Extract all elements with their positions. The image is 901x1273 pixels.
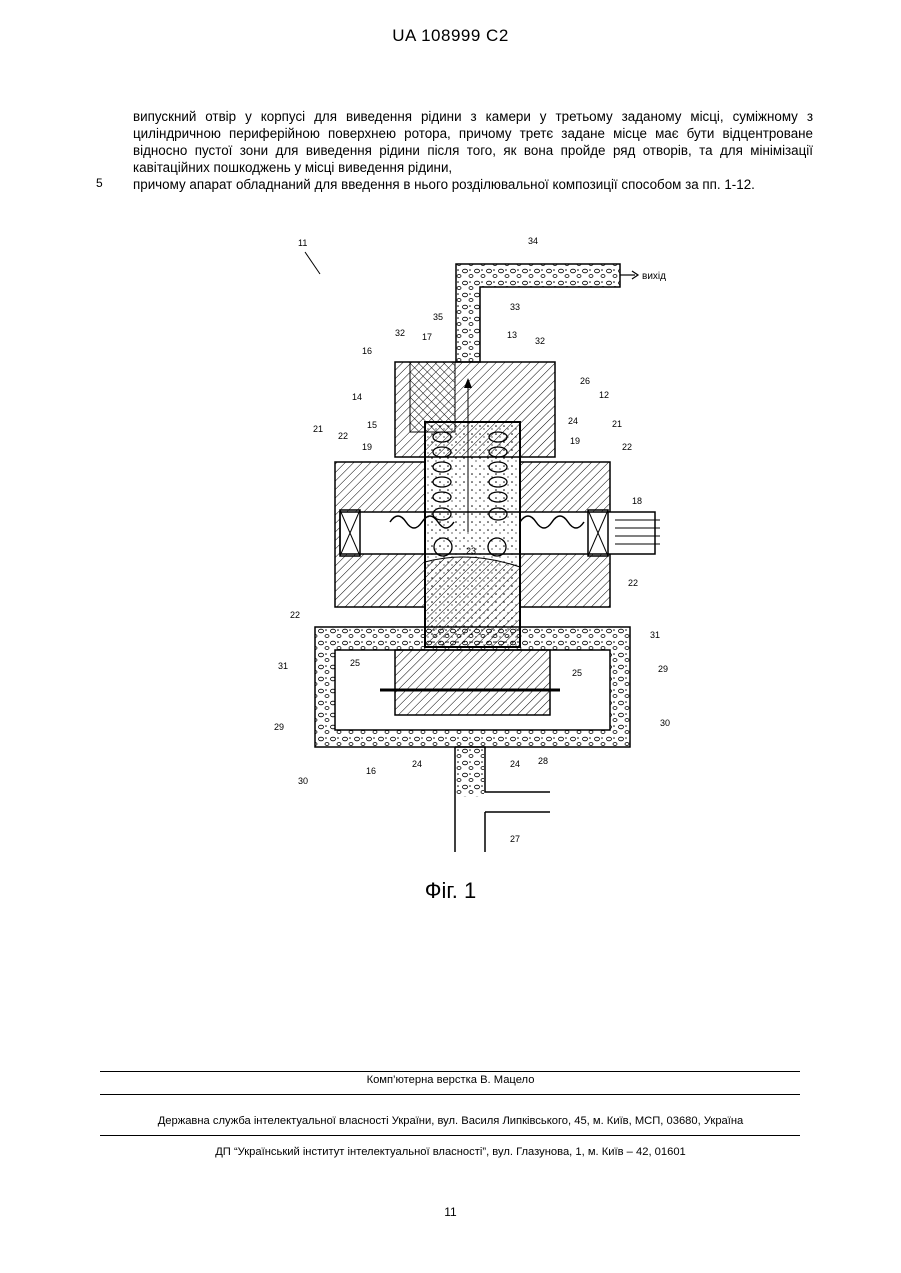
- label-23: 23: [466, 546, 476, 556]
- label-32b: 32: [535, 336, 545, 346]
- footer-institute-address: ДП “Український інститут інтелектуальної…: [0, 1146, 901, 1158]
- apparatus-drawing: 11 34 вихід 33 35 32 17 13 32 16 26 12 1…: [270, 232, 690, 912]
- label-34: 34: [528, 236, 538, 246]
- claim-paragraph-1: випускний отвір у корпусі для виведення …: [133, 108, 813, 176]
- label-21a: 21: [313, 424, 323, 434]
- label-11: 11: [298, 238, 307, 248]
- label-31b: 31: [278, 661, 288, 671]
- label-33: 33: [510, 302, 520, 312]
- label-22d: 22: [290, 610, 300, 620]
- label-32a: 32: [395, 328, 405, 338]
- label-31a: 31: [650, 630, 660, 640]
- label-25a: 25: [350, 658, 360, 668]
- label-14: 14: [352, 392, 362, 402]
- outlet-pipe: [456, 264, 620, 362]
- footer-divider-bottom: [100, 1135, 800, 1136]
- label-29a: 29: [658, 664, 668, 674]
- label-29b: 29: [274, 722, 284, 732]
- footer-divider-middle: [100, 1094, 800, 1095]
- label-22c: 22: [628, 578, 638, 588]
- label-25b: 25: [572, 668, 582, 678]
- label-22a: 22: [338, 431, 348, 441]
- label-17: 17: [422, 332, 432, 342]
- label-30b: 30: [298, 776, 308, 786]
- claim-paragraph-2: причому апарат обладнаний для введення в…: [133, 176, 813, 193]
- label-24a: 24: [568, 416, 578, 426]
- outlet-label: вихід: [642, 271, 666, 282]
- label-18: 18: [632, 496, 642, 506]
- label-19b: 19: [570, 436, 580, 446]
- label-15: 15: [367, 420, 377, 430]
- label-28: 28: [538, 756, 548, 766]
- patent-number-header: UA 108999 C2: [0, 26, 901, 46]
- label-24c: 24: [510, 759, 520, 769]
- label-26: 26: [580, 376, 590, 386]
- footer-layout-credit: Комп’ютерна верстка В. Мацело: [0, 1074, 901, 1086]
- footer-service-address: Державна служба інтелектуальної власност…: [0, 1115, 901, 1127]
- label-24b: 24: [412, 759, 422, 769]
- label-13: 13: [507, 330, 517, 340]
- label-35: 35: [433, 312, 443, 322]
- label-16a: 16: [362, 346, 372, 356]
- label-12: 12: [599, 390, 609, 400]
- label-30a: 30: [660, 718, 670, 728]
- label-22b: 22: [622, 442, 632, 452]
- line-number: 5: [96, 176, 103, 190]
- figure-caption: Фіг. 1: [0, 878, 901, 904]
- label-27: 27: [510, 834, 520, 844]
- page-number: 11: [0, 1205, 901, 1219]
- label-19a: 19: [362, 442, 372, 452]
- footer-divider-top: [100, 1071, 800, 1072]
- label-21b: 21: [612, 419, 622, 429]
- claim-text: випускний отвір у корпусі для виведення …: [133, 108, 813, 193]
- label-16b: 16: [366, 766, 376, 776]
